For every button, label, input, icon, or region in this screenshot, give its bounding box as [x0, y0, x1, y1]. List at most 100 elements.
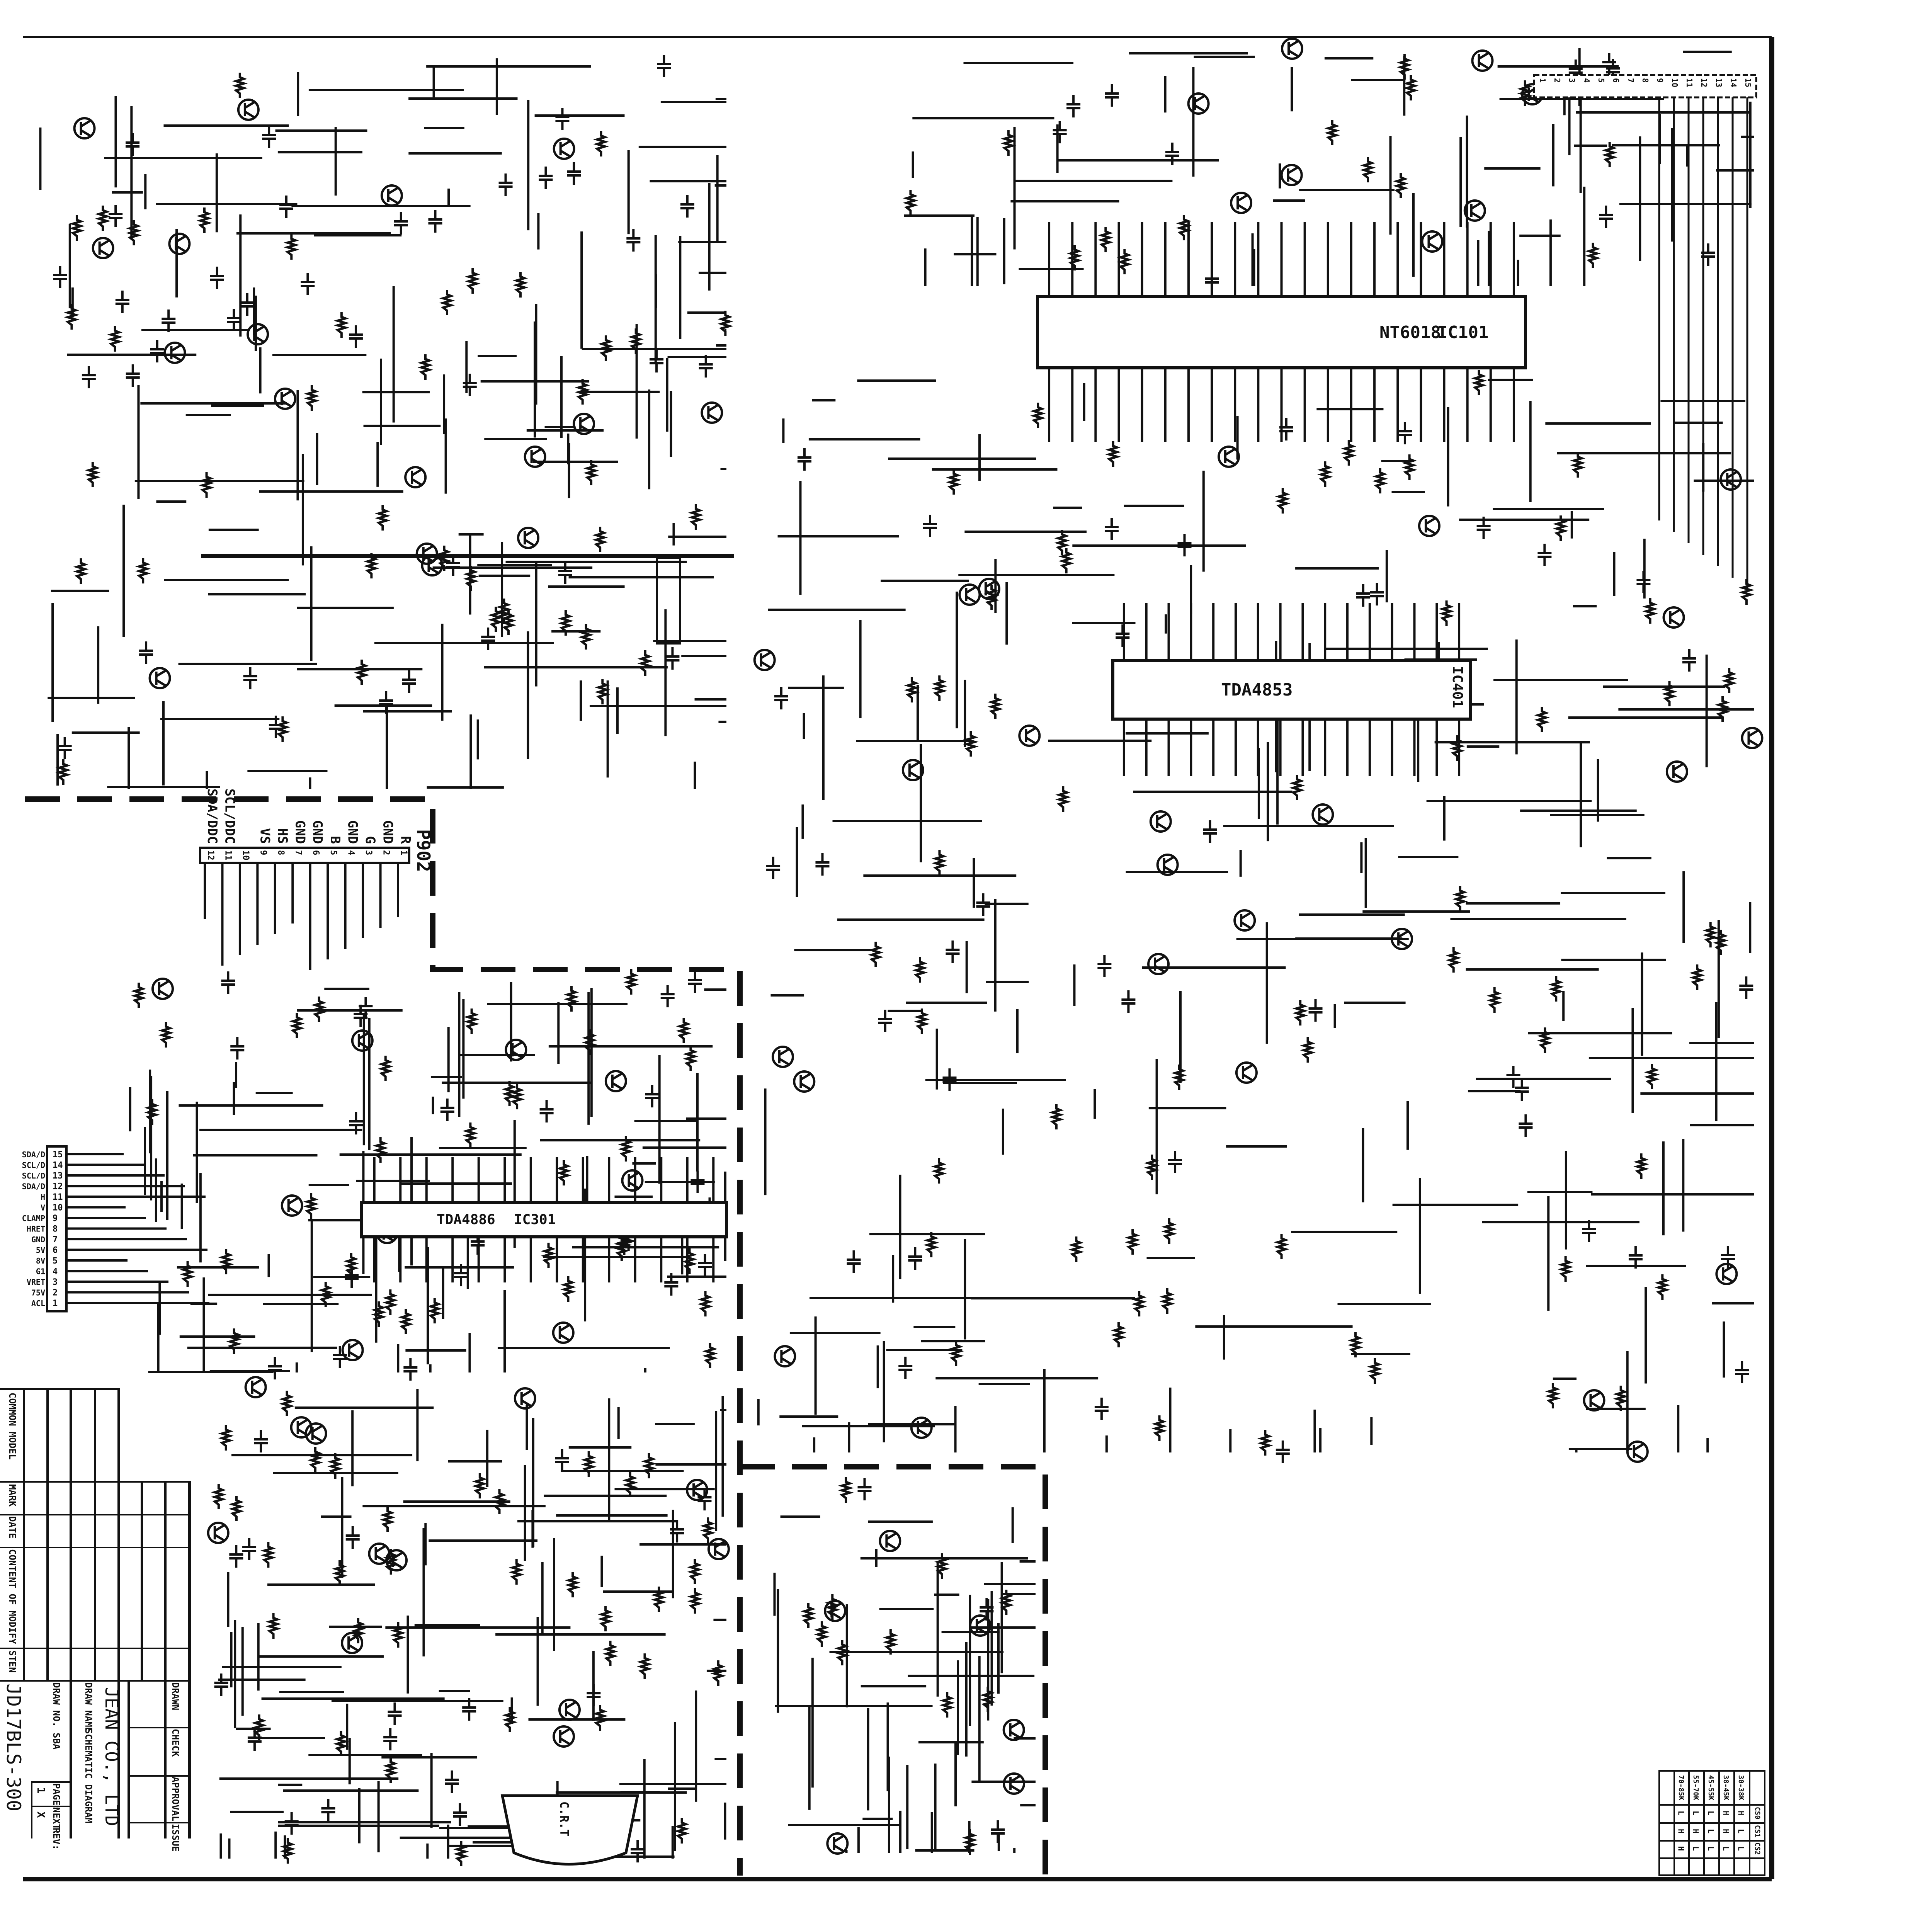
resistor	[383, 1549, 399, 1575]
resistor	[1030, 403, 1046, 428]
transistor	[553, 138, 575, 160]
transistor	[985, 580, 996, 588]
transistor	[1471, 211, 1482, 219]
transistor	[524, 529, 535, 537]
transistor	[244, 101, 255, 109]
resistor	[1439, 600, 1454, 626]
connector-pin-number: 8	[53, 1225, 58, 1234]
title-block-line	[70, 1388, 72, 1838]
resistor	[602, 1641, 618, 1666]
resistor	[717, 311, 733, 336]
resistor	[199, 472, 215, 498]
transistor	[559, 1333, 570, 1342]
board-connector: 15SDA/D14SCL/D13SCL/D12SDA/D11H10V9CLAMP…	[22, 1145, 209, 1313]
resistor	[1393, 173, 1409, 198]
transistor	[612, 1072, 623, 1080]
transistor	[531, 448, 542, 456]
transistor	[1590, 1391, 1601, 1400]
resistor	[1471, 370, 1487, 395]
resistor	[144, 1099, 160, 1125]
transistor	[99, 249, 110, 257]
transistor	[714, 1550, 726, 1558]
model-number: JD17BLS-300	[2, 1684, 25, 1812]
transistor	[214, 1534, 225, 1542]
resistor	[311, 997, 327, 1022]
transistor	[553, 1725, 575, 1748]
resistor	[1662, 681, 1677, 706]
transistor	[1463, 199, 1486, 222]
resistor	[598, 335, 614, 361]
p902-pin-number: 1	[399, 850, 408, 855]
resistor	[509, 1559, 525, 1585]
connector-pin-number: 5	[53, 1256, 58, 1266]
top-connector-pin-number: 7	[1626, 78, 1635, 83]
resistor	[687, 1559, 703, 1584]
transistor	[879, 1530, 901, 1552]
title-block-line	[31, 1781, 32, 1838]
p902-pin-label: R	[398, 836, 413, 844]
resistor	[883, 1629, 899, 1655]
transistor	[760, 651, 772, 659]
resistor	[488, 607, 504, 632]
page-value: 1	[35, 1787, 48, 1794]
p902-pin-label: HS	[275, 828, 290, 844]
resistor	[260, 1542, 276, 1568]
resistor	[594, 679, 611, 704]
transistor	[1748, 739, 1759, 747]
resistor	[563, 986, 580, 1012]
rev-label: REV:	[51, 1828, 62, 1850]
page-label: PAGE:	[51, 1783, 62, 1811]
mode-range-label: 30-38K	[1737, 1775, 1745, 1801]
resistor	[472, 1473, 488, 1498]
transistor	[1230, 192, 1253, 214]
resistor	[55, 759, 71, 785]
resistor	[180, 1261, 196, 1287]
transistor	[901, 759, 924, 781]
resistor	[838, 1477, 854, 1503]
transistor	[1590, 1401, 1601, 1409]
transistor	[415, 543, 438, 565]
transistor	[1280, 164, 1303, 186]
board-boundary	[740, 1464, 1048, 1876]
transistor	[151, 978, 174, 1000]
crt-outline	[500, 1794, 639, 1866]
resistor	[512, 272, 529, 298]
transistor	[1010, 1784, 1021, 1793]
resistor	[1097, 227, 1114, 252]
p902-pin-label: GND	[345, 820, 361, 844]
resistor	[500, 610, 517, 635]
resistor	[226, 1328, 242, 1354]
transistor	[214, 1524, 225, 1532]
resistor	[1176, 215, 1192, 240]
mode-value: L	[1706, 1828, 1716, 1834]
resistor	[1171, 1065, 1187, 1090]
resistor	[333, 1731, 349, 1756]
transistor	[375, 1554, 386, 1563]
check-label: CHECK	[170, 1729, 181, 1757]
top-connector-pin-number: 8	[1641, 78, 1650, 83]
transistor	[580, 415, 591, 423]
resistor	[912, 957, 928, 983]
mode-value: H	[1736, 1811, 1746, 1816]
resistor	[622, 1472, 638, 1497]
connector-pin-label: 5V	[36, 1246, 45, 1255]
resistor	[676, 1018, 692, 1043]
resistor	[637, 650, 653, 676]
transistor	[1633, 1443, 1645, 1451]
transistor	[774, 1345, 796, 1367]
transistor	[831, 1612, 842, 1620]
resistor	[1144, 1155, 1160, 1180]
transistor	[965, 586, 976, 594]
resistor	[1602, 142, 1618, 167]
top-connector-pin-number: 2	[1553, 78, 1562, 83]
resistor	[1401, 454, 1418, 480]
resistor	[592, 1705, 608, 1731]
approval-label: APPROVAL	[170, 1777, 181, 1821]
resistor	[934, 1553, 950, 1579]
resistor	[702, 1343, 718, 1368]
transistor	[1583, 1389, 1605, 1412]
transistor	[826, 1832, 849, 1855]
connector-pin-label: 75V	[31, 1288, 45, 1298]
transistor	[411, 468, 422, 476]
resistor	[1372, 468, 1388, 493]
